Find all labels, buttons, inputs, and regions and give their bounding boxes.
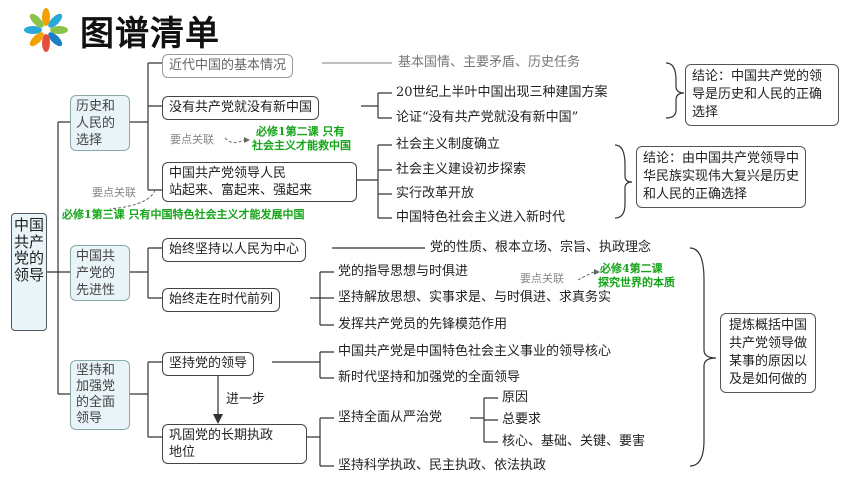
association-note-2: 要点关联 [92,186,136,199]
detail-system-established: 社会主义制度确立 [396,137,501,152]
detail-strict-governance: 坚持全面从严治党 [338,410,443,425]
node-people-centered: 始终坚持以人民为中心 [162,238,307,262]
detail-reform-opening: 实行改革开放 [396,186,475,201]
detail-argument: 论证“没有共产党就没有新中国” [396,110,579,125]
section-history: 历史和人民的选择 [70,95,130,151]
summary-box: 提炼概括中国共产党领导做某事的原因以及是如何做的 [720,313,816,393]
node-no-cpc-no-china: 没有共产党就没有新中国 [162,96,320,120]
detail-vanguard-role: 发挥共产党员的先锋模范作用 [338,317,508,332]
section-advanced: 中国共产党的先进性 [70,245,130,301]
detail-party-nature: 党的性质、根本立场、宗旨、执政理念 [430,240,652,255]
section-uphold: 坚持和加强党的全面领导 [70,360,130,430]
detail-new-era: 中国特色社会主义进入新时代 [396,210,566,225]
node-forefront-times: 始终走在时代前列 [162,288,281,312]
conclusion-1: 结论：中国共产党的领导是历史和人民的正确选择 [685,64,839,126]
conclusion-2: 结论：由中国共产党领导中华民族实现伟大复兴是历史和人民的正确选择 [636,146,806,208]
detail-three-plans: 20世纪上半叶中国出现三种建国方案 [396,85,608,100]
flower-logo-icon [24,8,68,52]
link-compulsory1-lesson3: 必修1第三课 只有中国特色社会主义才能发展中国 [62,208,305,221]
detail-leadership-core: 中国共产党是中国特色社会主义事业的领导核心 [338,344,612,359]
detail-initial-exploration: 社会主义建设初步探索 [396,162,527,177]
detail-guiding-thought: 党的指导思想与时俱进 [338,264,469,279]
node-modern-china: 近代中国的基本情况 [162,54,294,78]
detail-new-era-leadership: 新时代坚持和加强党的全面领导 [338,370,521,385]
detail-reason: 原因 [502,390,529,405]
node-modern-china-detail: 基本国情、主要矛盾、历史任务 [398,55,581,70]
root-node: 中国共产党的领导 [11,213,47,331]
arrow-label-further: 进一步 [226,392,266,407]
association-note-1: 要点关联 [170,133,214,146]
detail-general-requirement: 总要求 [502,412,542,427]
detail-core-foundation: 核心、基础、关键、要害 [502,434,646,449]
page-title: 图谱清单 [80,14,220,54]
detail-emancipate-mind: 坚持解放思想、实事求是、与时俱进、求真务实 [338,290,612,305]
node-uphold-leadership: 坚持党的领导 [162,352,255,376]
link-compulsory1-lesson2: 必修1第二课 只有 社会主义才能救中国 [252,125,351,152]
node-cpc-leads-people: 中国共产党领导人民 站起来、富起来、强起来 [162,162,357,202]
association-note-3: 要点关联 [520,272,564,285]
node-consolidate-ruling: 巩固党的长期执政 地位 [162,424,307,464]
link-compulsory4-lesson2: 必修4第二课 探究世界的本质 [598,262,675,289]
detail-scientific-governance: 坚持科学执政、民主执政、依法执政 [338,458,547,473]
